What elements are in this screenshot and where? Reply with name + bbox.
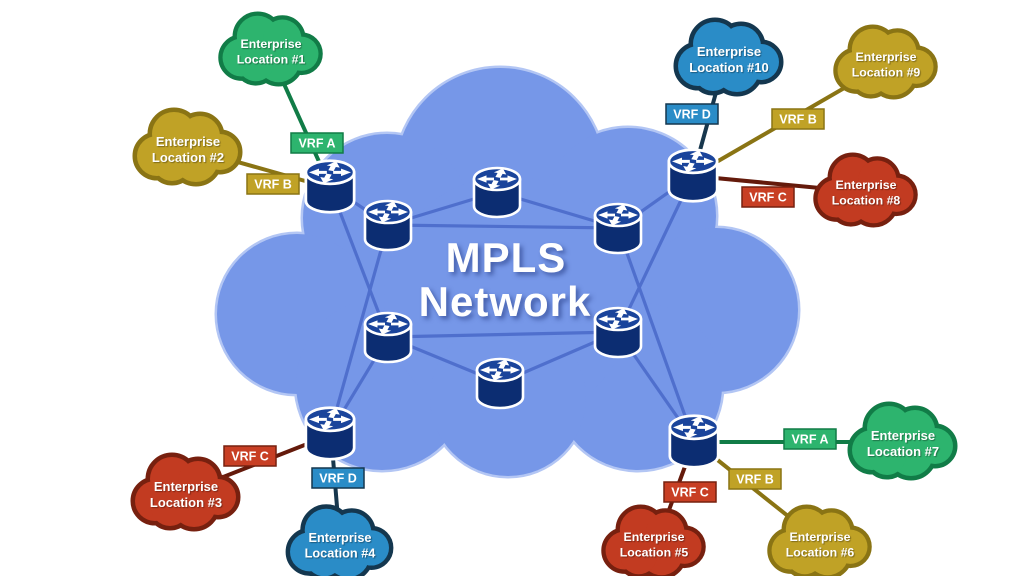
- cloud-label-line2: Location #10: [689, 60, 768, 75]
- enterprise-cloud-9: Enterprise Location #9: [838, 29, 934, 96]
- enterprise-cloud-2: Enterprise Location #2: [137, 112, 238, 182]
- vrf-badge-a-loc1: VRF A: [290, 132, 344, 154]
- mesh-link: [328, 224, 390, 434]
- vrf-badge-c-loc3: VRF C: [223, 445, 277, 467]
- vrf-badge-label: VRF B: [736, 473, 774, 487]
- vrf-badge-label: VRF C: [231, 450, 269, 464]
- enterprise-cloud-5: Enterprise Location #5: [606, 509, 702, 576]
- cloud-label-line1: Enterprise: [835, 178, 896, 192]
- router-icon-core-upper-right: [593, 202, 643, 255]
- cloud-label-line1: Enterprise: [240, 37, 301, 51]
- cloud-label-line2: Location #8: [832, 193, 901, 207]
- enterprise-cloud-1: Enterprise Location #1: [223, 16, 319, 83]
- vrf-badge-label: VRF C: [749, 191, 787, 205]
- vrf-badge-b-loc2: VRF B: [246, 173, 300, 195]
- cloud-label-line2: Location #5: [620, 545, 689, 559]
- vrf-badge-label: VRF A: [298, 137, 335, 151]
- router-icon-pe-bottom-right: [668, 413, 720, 469]
- cloud-label-line2: Location #3: [150, 495, 222, 510]
- vrf-badge-label: VRF B: [254, 178, 292, 192]
- vrf-badge-b-loc6: VRF B: [728, 468, 782, 490]
- cloud-label-line1: Enterprise: [309, 530, 372, 545]
- vrf-badge-a-loc7: VRF A: [783, 428, 837, 450]
- enterprise-cloud-7: Enterprise Location #7: [852, 406, 953, 476]
- vrf-badge-label: VRF D: [673, 108, 711, 122]
- router-icon-core-upper-left: [363, 199, 413, 252]
- router-icon-core-top-center: [472, 166, 522, 219]
- vrf-badge-label: VRF B: [779, 113, 817, 127]
- vrf-badge-label: VRF C: [671, 486, 709, 500]
- mpls-title-line2: Network: [419, 278, 592, 325]
- router-icon-core-lower-left: [363, 311, 413, 364]
- mesh-link: [387, 223, 619, 230]
- router-icon-core-bottom-center: [475, 357, 525, 410]
- cloud-label-line2: Location #1: [237, 52, 306, 66]
- mesh-link: [616, 174, 695, 333]
- cloud-label-line1: Enterprise: [789, 530, 850, 544]
- cloud-label-line2: Location #9: [852, 65, 921, 79]
- vrf-badge-d-loc4: VRF D: [311, 467, 365, 489]
- cloud-label-line2: Location #4: [305, 546, 377, 561]
- cloud-label-line1: Enterprise: [697, 44, 761, 59]
- cloud-label-line2: Location #7: [867, 444, 939, 459]
- mpls-title-line1: MPLS: [446, 234, 567, 281]
- enterprise-cloud-10: Enterprise Location #10: [678, 22, 779, 92]
- vrf-badge-b-loc9: VRF B: [771, 108, 825, 130]
- cloud-label-line1: Enterprise: [156, 134, 220, 149]
- vrf-badge-label: VRF A: [791, 433, 828, 447]
- enterprise-cloud-4: Enterprise Location #4: [290, 509, 389, 576]
- mesh-link: [387, 330, 619, 339]
- cloud-label-line2: Location #6: [786, 545, 855, 559]
- enterprise-cloud-3: Enterprise Location #3: [135, 457, 236, 527]
- router-icon-pe-bottom-left: [304, 405, 356, 461]
- cloud-label-line1: Enterprise: [623, 530, 684, 544]
- cloud-label-line1: Enterprise: [855, 50, 916, 64]
- router-icon-pe-top-right: [667, 147, 719, 203]
- cloud-label-line2: Location #2: [152, 150, 224, 165]
- enterprise-cloud-8: Enterprise Location #8: [818, 157, 914, 224]
- enterprise-cloud-6: Enterprise Location #6: [772, 509, 868, 576]
- router-icon-pe-top-left: [304, 158, 356, 214]
- router-icon-core-lower-right: [593, 306, 643, 359]
- cloud-label-line1: Enterprise: [154, 479, 218, 494]
- vrf-badge-c-loc8: VRF C: [741, 186, 795, 208]
- mesh-link: [616, 227, 696, 442]
- vrf-badge-c-loc5: VRF C: [663, 481, 717, 503]
- vrf-badge-label: VRF D: [319, 472, 357, 486]
- cloud-label-line1: Enterprise: [871, 428, 935, 443]
- vrf-badge-d-loc10: VRF D: [665, 103, 719, 125]
